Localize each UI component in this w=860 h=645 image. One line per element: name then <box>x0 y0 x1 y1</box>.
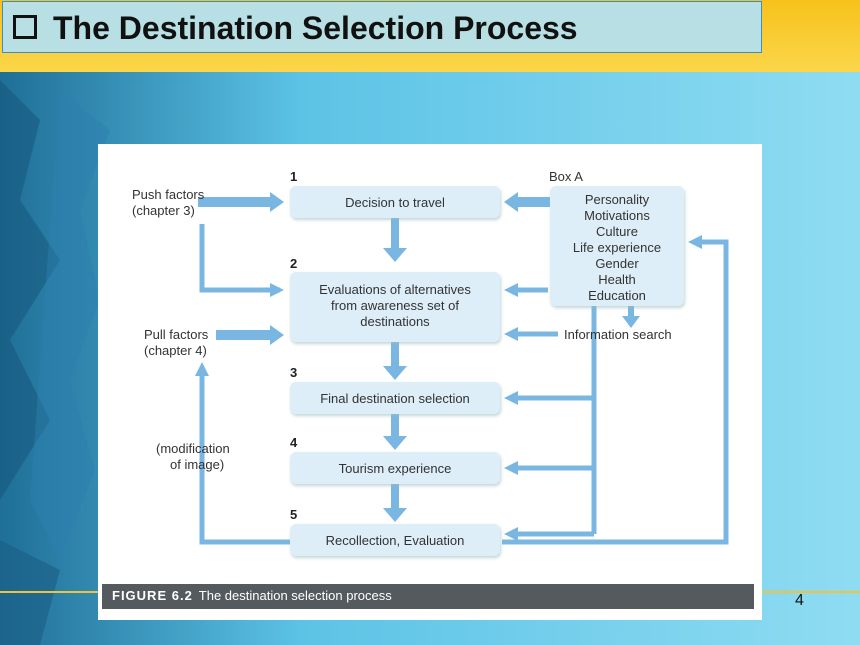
box-a-down-arrow <box>622 306 640 328</box>
modification-label-line1: (modification <box>156 441 230 456</box>
info-search-arrow <box>504 327 518 341</box>
box-a <box>550 186 684 306</box>
step-4-text: Tourism experience <box>339 461 452 476</box>
step-number-1: 1 <box>290 169 297 184</box>
step-2-text-line3: destinations <box>360 314 430 329</box>
push-factors-label: Push factors <box>132 187 205 202</box>
step-box-5 <box>290 524 500 556</box>
figure-panel: 1 2 3 4 5 Decision to travel Evaluations… <box>98 144 762 620</box>
box-a-label: Box A <box>549 169 583 184</box>
step-box-3 <box>290 382 500 414</box>
box-a-item: Motivations <box>584 208 650 223</box>
step-number-4: 4 <box>290 435 298 450</box>
figure-caption: FIGURE 6.2 The destination selection proc… <box>112 588 392 603</box>
flow-arrow-4-5 <box>383 484 407 522</box>
push-factors-chapter: (chapter 3) <box>132 203 195 218</box>
flow-arrow-3-4 <box>383 414 407 450</box>
pull-up-arrow <box>195 362 209 376</box>
step-number-2: 2 <box>290 256 297 271</box>
feedback-line-to-pull <box>199 376 290 545</box>
flow-arrow-1-2 <box>383 216 407 262</box>
pull-factors-chapter: (chapter 4) <box>144 343 207 358</box>
box-a-item: Health <box>598 272 636 287</box>
box-a-item: Life experience <box>573 240 661 255</box>
push-connector-line <box>199 224 280 293</box>
step-5-text: Recollection, Evaluation <box>326 533 465 548</box>
flow-arrow-2-3 <box>383 342 407 380</box>
title-box: The Destination Selection Process <box>2 1 762 53</box>
information-search-label: Information search <box>564 327 672 342</box>
step-1-text: Decision to travel <box>345 195 445 210</box>
step3-input-arrow <box>504 391 518 405</box>
step-box-4 <box>290 452 500 484</box>
pull-factors-label: Pull factors <box>144 327 209 342</box>
step-number-3: 3 <box>290 365 297 380</box>
checkbox-icon <box>13 15 37 39</box>
push-arrow-step2 <box>270 283 284 297</box>
step-2-text-line2: from awareness set of <box>331 298 459 313</box>
box-a-to-step1-arrow <box>504 192 550 212</box>
box-a-item: Personality <box>585 192 650 207</box>
slide-title: The Destination Selection Process <box>53 10 578 46</box>
step4-input-arrow <box>504 461 518 475</box>
push-arrow <box>198 192 284 212</box>
modification-label-line2: of image) <box>170 457 224 472</box>
step-3-text: Final destination selection <box>320 391 470 406</box>
box-a-to-step2-arrow <box>504 283 518 297</box>
box-a-item: Gender <box>595 256 639 271</box>
feedback-line-to-box-a <box>502 239 729 545</box>
destination-selection-diagram: 1 2 3 4 5 Decision to travel Evaluations… <box>132 169 729 556</box>
page-number: 4 <box>795 592 804 609</box>
step-2-text-line1: Evaluations of alternatives <box>319 282 471 297</box>
box-a-item: Culture <box>596 224 638 239</box>
figure-caption-bar: FIGURE 6.2 The destination selection proc… <box>102 584 754 609</box>
step-number-5: 5 <box>290 507 297 522</box>
pull-arrow <box>216 325 284 345</box>
step-box-2 <box>290 272 500 342</box>
feedback-arrow-box-a <box>688 235 702 249</box>
figure-caption-text: The destination selection process <box>198 588 392 603</box>
figure-caption-label: FIGURE 6.2 <box>112 588 193 603</box>
box-a-item: Education <box>588 288 646 303</box>
step5-input-arrow <box>504 527 518 541</box>
step-box-1 <box>290 186 500 218</box>
